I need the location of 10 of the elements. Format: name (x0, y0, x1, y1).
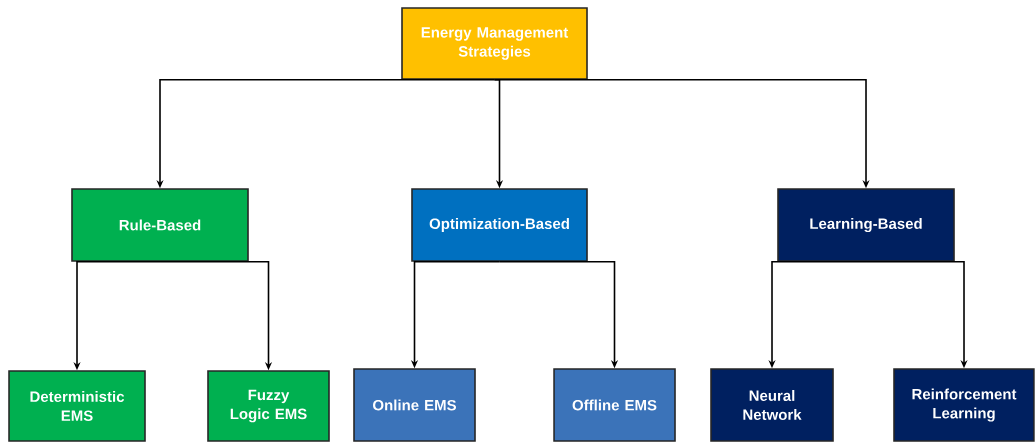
category-box: Deterministic EMS (8, 370, 146, 442)
category-box: Energy Management Strategies (401, 7, 588, 80)
category-box: Reinforcement Learning (893, 368, 1035, 442)
category-box: Optimization-Based (411, 188, 588, 262)
category-box: Learning-Based (777, 188, 955, 262)
category-box: Offline EMS (553, 368, 676, 442)
category-box: Fuzzy Logic EMS (207, 370, 330, 442)
category-box: Rule-Based (71, 188, 249, 262)
category-box: Online EMS (353, 368, 476, 442)
category-box: Neural Network (710, 368, 834, 442)
